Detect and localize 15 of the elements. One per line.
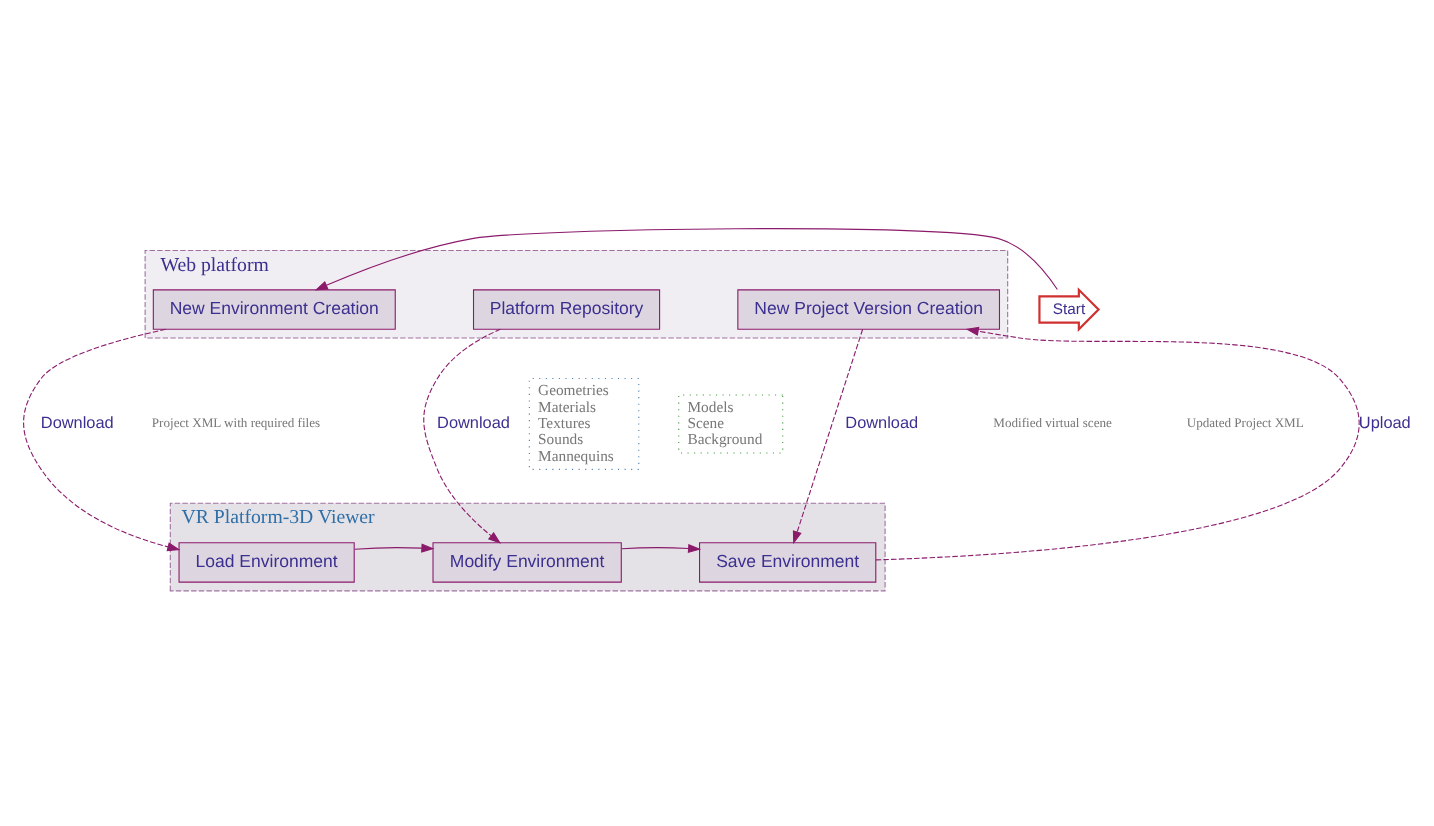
arrow [354,542,435,552]
node-box: New Environment Creation [152,288,396,329]
node-box: Save Environment [699,541,877,582]
node-box: New Project Version Creation [737,288,1001,329]
node-box: Platform Repository [472,288,661,329]
node-box: Models Scene Background [678,393,784,453]
arrow [423,327,502,543]
arrow [621,542,702,553]
arrow [792,327,864,544]
arrow [875,325,1360,560]
arrow [23,327,181,551]
arrow [314,227,1058,290]
node-box: Geometries Materials Textures Sounds Mannequins [528,376,640,469]
node-box: Load Environment [178,541,355,582]
node-box: Modify Environment [432,541,622,582]
